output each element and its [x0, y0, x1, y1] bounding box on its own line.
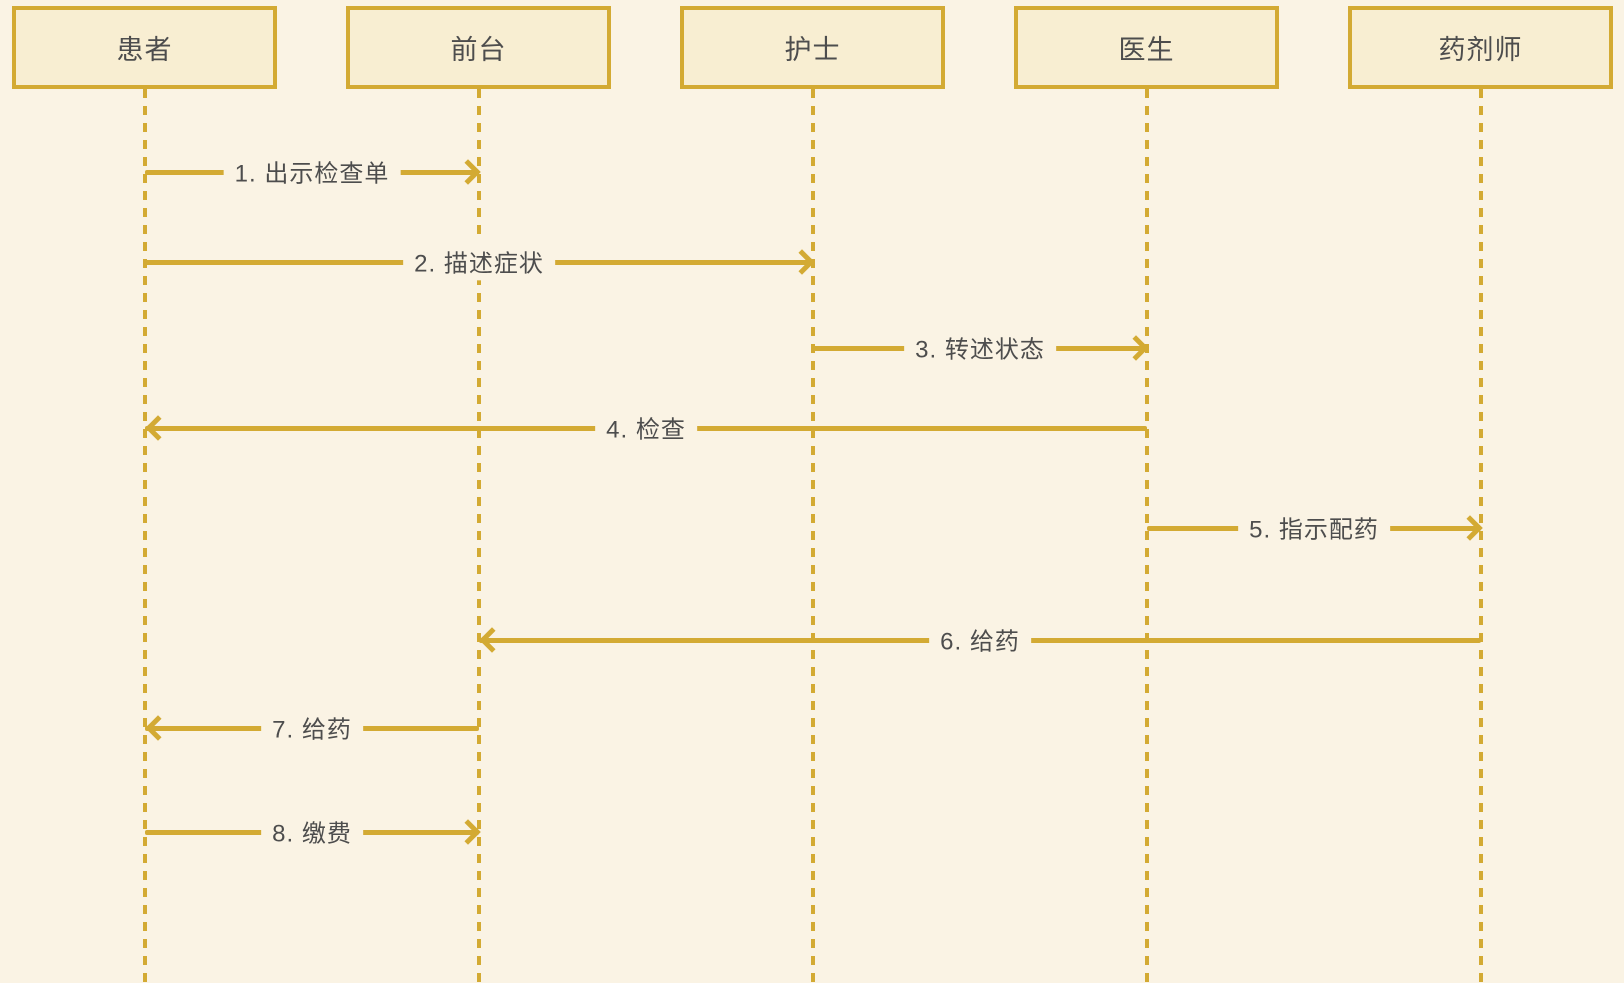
message-label: 6. 给药: [929, 619, 1031, 659]
arrow-left-icon: [145, 715, 171, 741]
actor-doctor: 医生: [1014, 6, 1279, 89]
actor-pharmacist: 药剂师: [1348, 6, 1613, 89]
actor-label: 患者: [116, 35, 173, 65]
actor-label: 药剂师: [1438, 35, 1523, 65]
arrow-left-icon: [479, 627, 505, 653]
actor-label: 医生: [1118, 35, 1175, 65]
actor-front-desk: 前台: [346, 6, 611, 89]
lifeline-front-desk: [477, 89, 481, 983]
message-label: 4. 检查: [595, 407, 697, 447]
lifeline-pharmacist: [1479, 89, 1483, 983]
actor-patient: 患者: [12, 6, 277, 89]
message-label: 1. 出示检查单: [223, 151, 401, 191]
message-label: 2. 描述症状: [403, 241, 555, 281]
lifeline-doctor: [1145, 89, 1149, 983]
actor-nurse: 护士: [680, 6, 945, 89]
actor-label: 护士: [784, 35, 841, 65]
lifeline-nurse: [811, 89, 815, 983]
arrow-left-icon: [145, 415, 171, 441]
message-label: 7. 给药: [261, 707, 363, 747]
actor-label: 前台: [450, 35, 507, 65]
message-label: 5. 指示配药: [1238, 507, 1390, 547]
message-label: 8. 缴费: [261, 811, 363, 851]
message-label: 3. 转述状态: [904, 327, 1056, 367]
lifeline-patient: [143, 89, 147, 983]
